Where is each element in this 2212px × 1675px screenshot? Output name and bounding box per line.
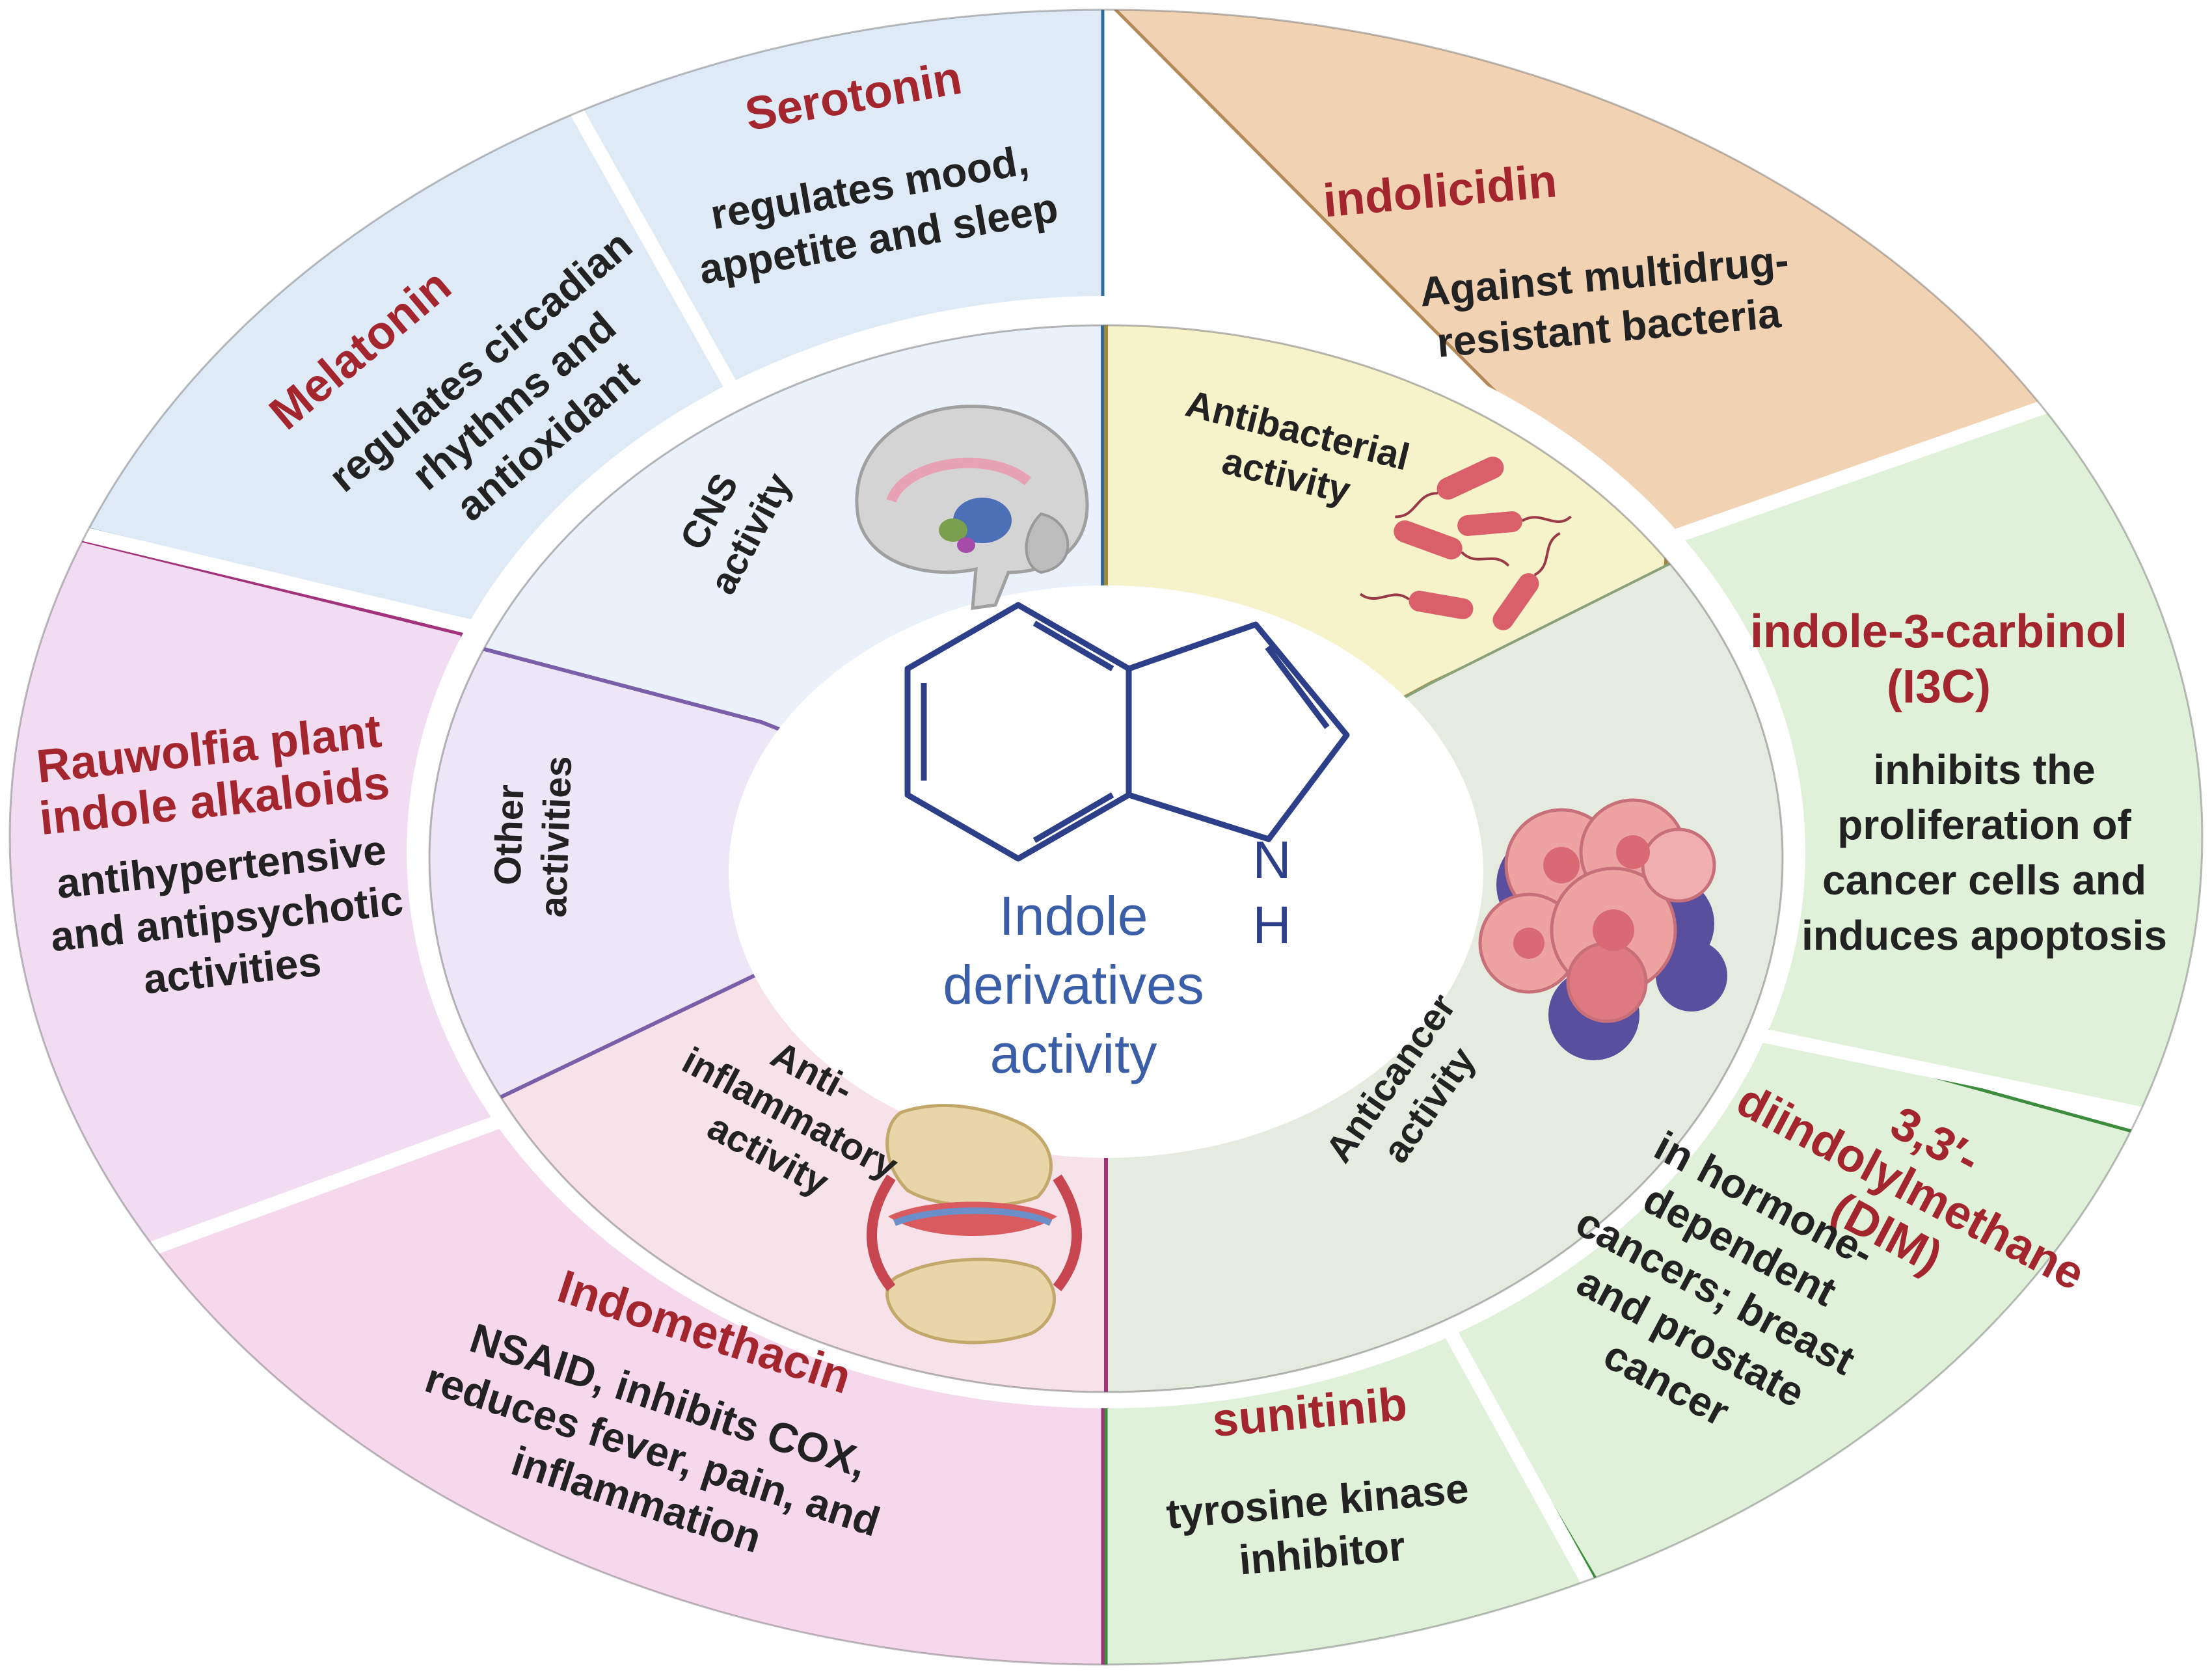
outer-ring-border [8, 8, 2204, 1666]
category-other: Other activities [486, 755, 580, 918]
structure-label-h: H [1252, 896, 1291, 955]
i3c-title-line-1: indole-3-carbinol [1750, 606, 2127, 658]
compound-dim: 3,3′- diindolylmethane (DIM) in hormone-… [1569, 1074, 2093, 1436]
bacteria-icon [1359, 456, 1572, 630]
joint-icon [867, 1104, 1082, 1345]
center-title-line-1: Indole [999, 885, 1148, 946]
structure-label-n: N [1252, 831, 1291, 890]
indole-structure-icon [904, 602, 1350, 862]
inner-ring-border [428, 324, 1784, 1393]
i3c-desc-line-2: proliferation of [1837, 801, 2131, 848]
cancer-cells-icon [1478, 798, 1727, 1060]
brain-icon [855, 405, 1089, 610]
category-other-line-2: activities [532, 755, 580, 918]
category-other-line-1: Other [486, 784, 532, 886]
i3c-desc-line-3: cancer cells and [1822, 857, 2146, 904]
i3c-title-line-2: (I3C) [1887, 661, 1991, 713]
compound-i3c: indole-3-carbinol (I3C) inhibits the pro… [1750, 606, 2167, 959]
i3c-desc-line-1: inhibits the [1873, 746, 2095, 793]
center-title-line-2: derivatives [943, 954, 1204, 1015]
i3c-desc-line-4: induces apoptosis [1801, 912, 2167, 959]
center-ellipse [729, 585, 1483, 1158]
center-title-line-3: activity [990, 1023, 1157, 1084]
